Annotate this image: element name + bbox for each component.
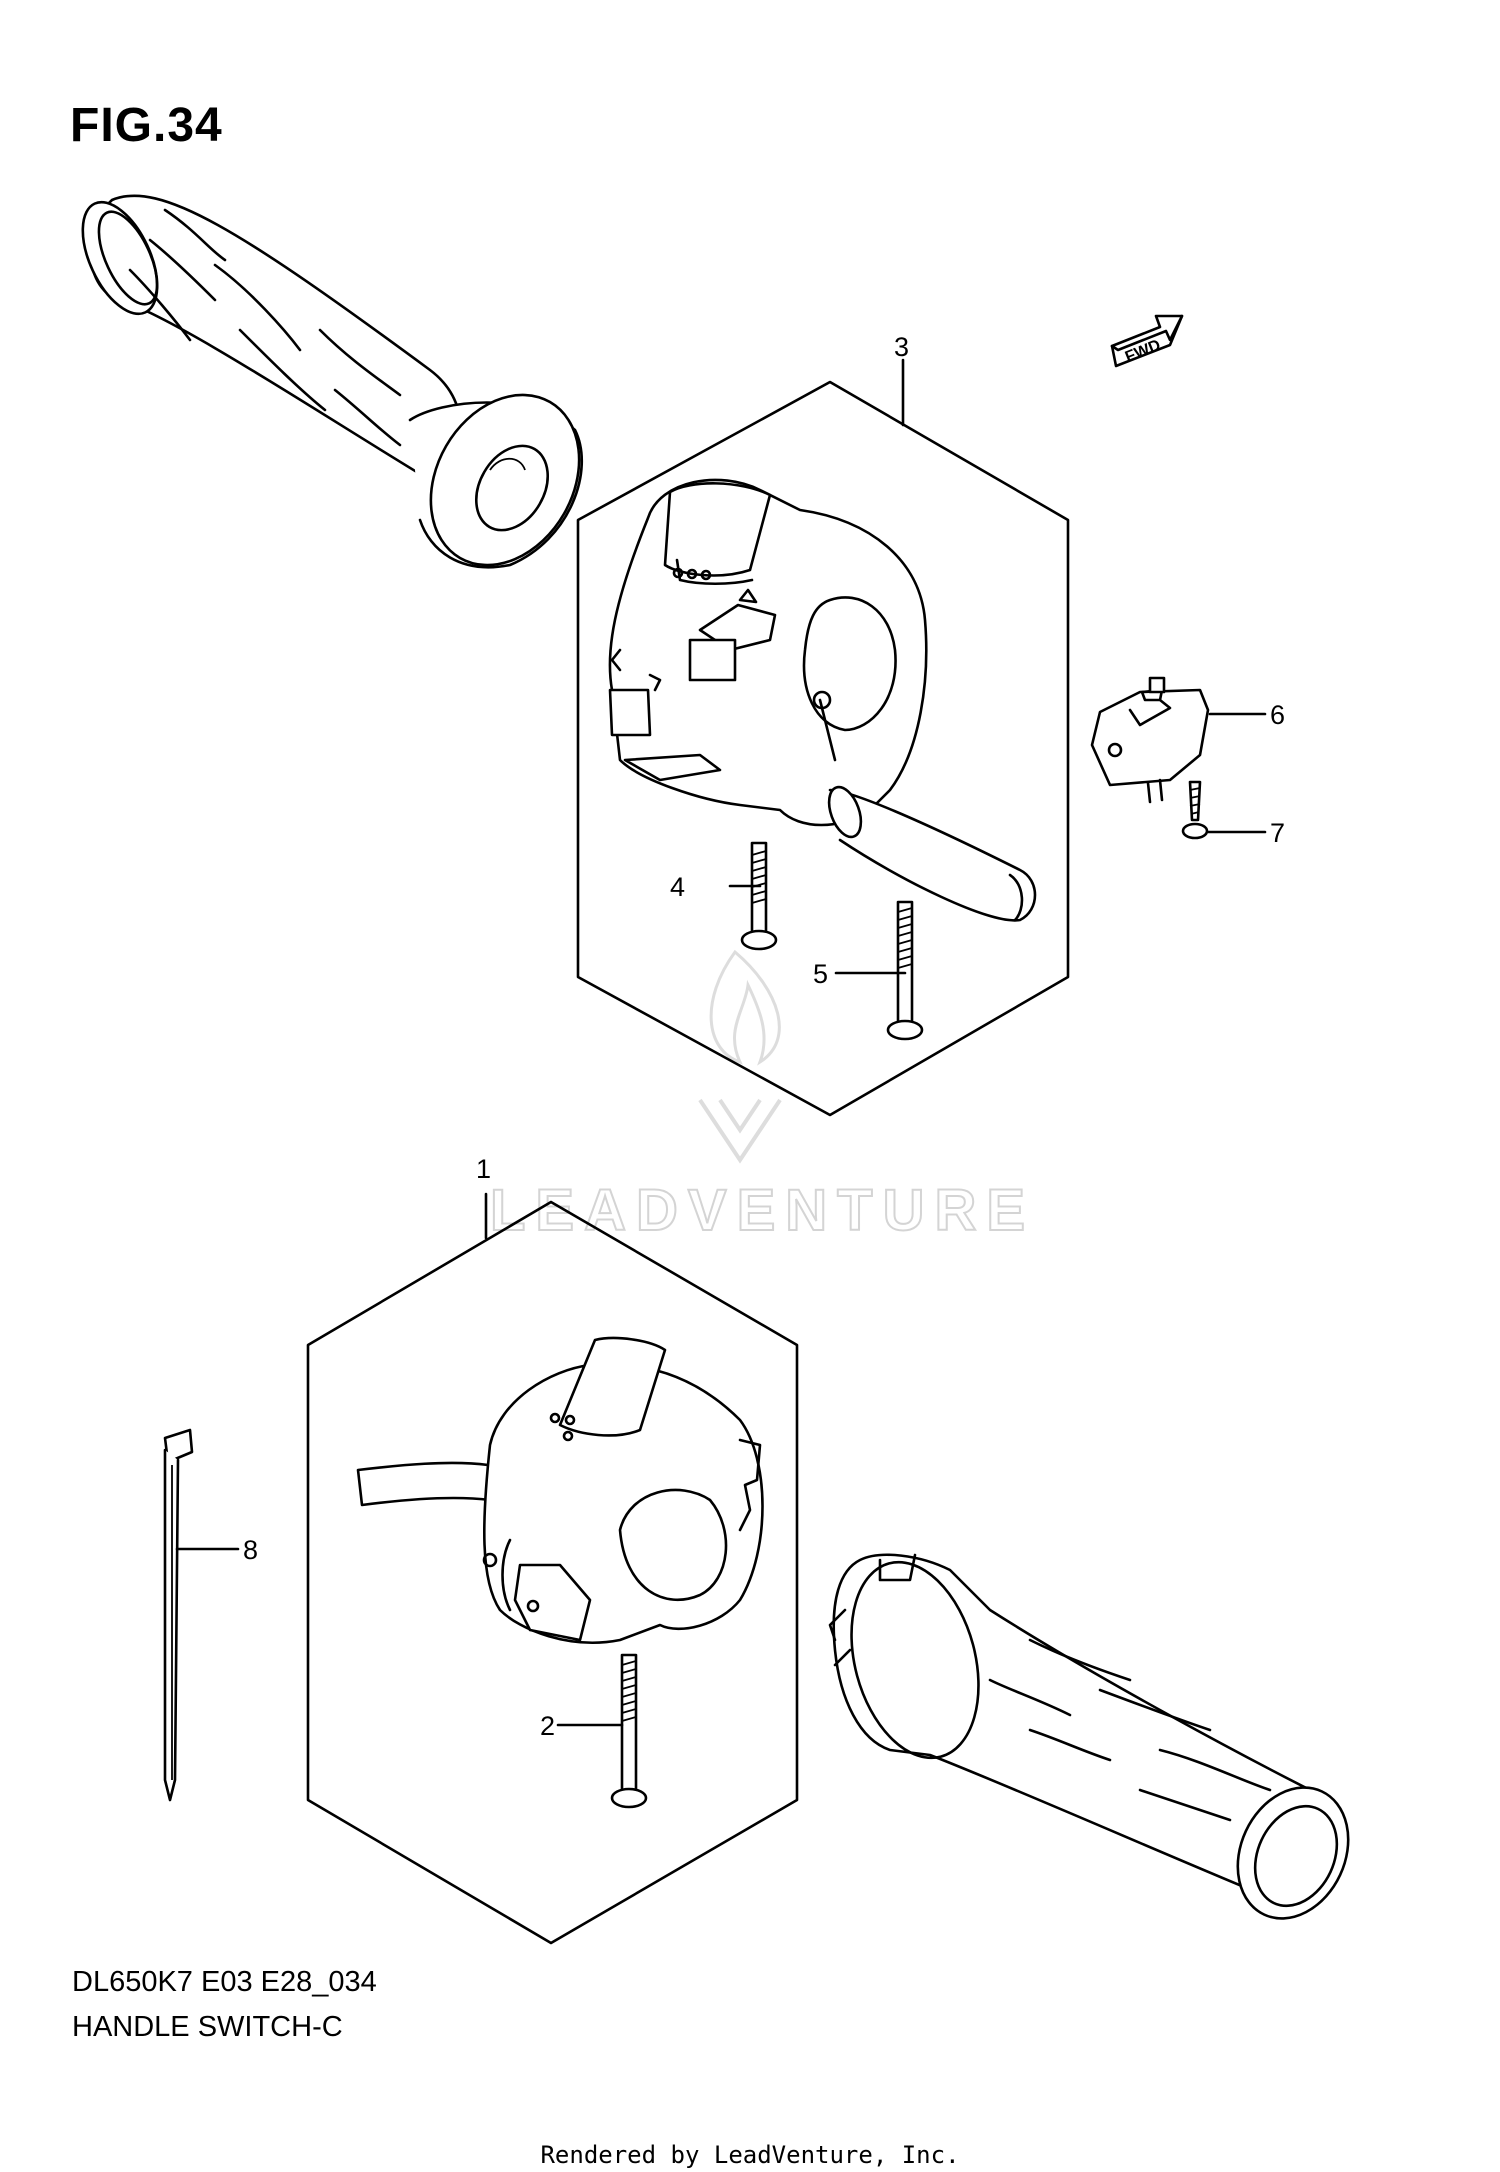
assembly-1-boundary [306, 1200, 799, 1945]
callout-8: 8 [243, 1535, 258, 1565]
callout-2: 2 [540, 1711, 555, 1741]
screw-7 [1181, 780, 1209, 840]
right-handle-switch [608, 478, 1037, 922]
switch-6 [1090, 676, 1210, 804]
callout-6: 6 [1270, 700, 1285, 730]
callout-leaders [175, 358, 1267, 1727]
diagram-name: HANDLE SWITCH-C [72, 2011, 343, 2043]
throttle-grip [828, 1553, 1350, 1920]
callout-3: 3 [894, 332, 909, 362]
screw-4 [740, 841, 778, 951]
diagram-code: DL650K7 E03 E28_034 [72, 1966, 377, 1998]
callout-7: 7 [1270, 818, 1285, 848]
cable-tie-8 [163, 1428, 194, 1802]
left-handle-switch [356, 1336, 764, 1644]
fwd-arrow: FWD [1110, 314, 1184, 368]
rendered-by-credit: Rendered by LeadVenture, Inc. [540, 2141, 960, 2169]
screw-2 [610, 1653, 648, 1809]
screw-5 [886, 900, 924, 1041]
callout-4: 4 [670, 872, 685, 902]
figure-label: FIG.34 [70, 99, 223, 152]
callout-5: 5 [813, 959, 828, 989]
left-hand-grip [81, 194, 584, 569]
assembly-3-boundary [576, 380, 1070, 1117]
leadventure-watermark: LEADVENTURE [489, 949, 1035, 1244]
watermark-text: LEADVENTURE [490, 1178, 1035, 1243]
callout-1: 1 [476, 1154, 491, 1184]
